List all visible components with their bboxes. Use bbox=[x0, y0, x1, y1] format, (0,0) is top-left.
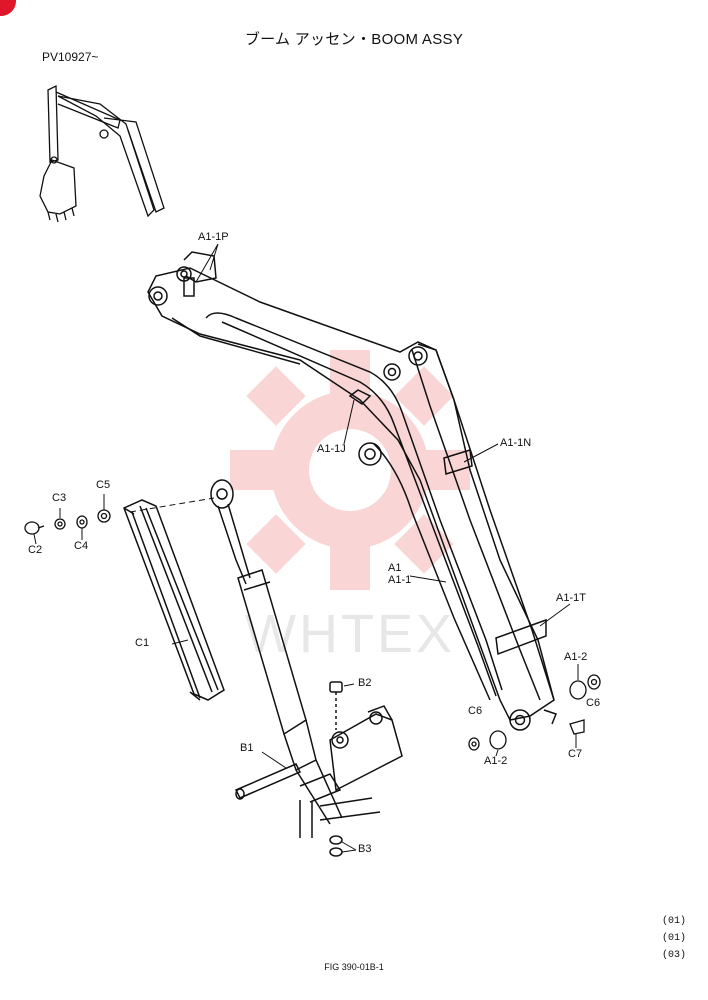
callout-a1-1p: A1-1P bbox=[198, 231, 229, 243]
watermark-text: WHTEX bbox=[245, 604, 455, 664]
callout-a1-2-top: A1-2 bbox=[564, 651, 588, 663]
callout-c1: C1 bbox=[135, 637, 150, 649]
callout-c6-right: C6 bbox=[586, 697, 601, 709]
watermark-logo bbox=[230, 350, 470, 590]
boom-cylinder bbox=[210, 479, 343, 825]
callout-a1-1t: A1-1T bbox=[556, 592, 586, 604]
callout-a1-1n: A1-1N bbox=[500, 437, 532, 449]
callout-a1-1: A1-1 bbox=[388, 574, 412, 586]
excavator-thumbnail bbox=[39, 84, 165, 223]
callout-b3: B3 bbox=[358, 843, 372, 855]
revision-code-3: (03) bbox=[661, 950, 686, 961]
callout-c7: C7 bbox=[568, 748, 583, 760]
callout-c3: C3 bbox=[52, 492, 67, 504]
callout-b2: B2 bbox=[358, 677, 372, 689]
callout-a1: A1 bbox=[388, 562, 402, 574]
callout-c6-left: C6 bbox=[468, 705, 483, 717]
c1-guard-channel bbox=[123, 499, 225, 701]
small-hardware bbox=[24, 509, 601, 751]
callout-b1: B1 bbox=[240, 742, 254, 754]
figure-id: FIG 390-01B-1 bbox=[324, 962, 384, 972]
c1-leader-dashes bbox=[129, 497, 215, 513]
callout-a1-1j: A1-1J bbox=[317, 443, 346, 455]
serial-range: PV10927~ bbox=[42, 50, 99, 64]
revision-code-1: (01) bbox=[661, 916, 686, 927]
revision-code-2: (01) bbox=[661, 933, 686, 944]
callout-c5: C5 bbox=[96, 479, 111, 491]
page-title: ブーム アッセン・BOOM ASSY bbox=[244, 31, 464, 48]
callout-c2: C2 bbox=[28, 544, 43, 556]
leader-lines bbox=[33, 243, 579, 853]
callout-a1-2-bottom: A1-2 bbox=[484, 755, 508, 767]
callout-c4: C4 bbox=[74, 540, 89, 552]
mounting-bracket bbox=[234, 681, 403, 857]
boom-arm bbox=[147, 251, 557, 731]
